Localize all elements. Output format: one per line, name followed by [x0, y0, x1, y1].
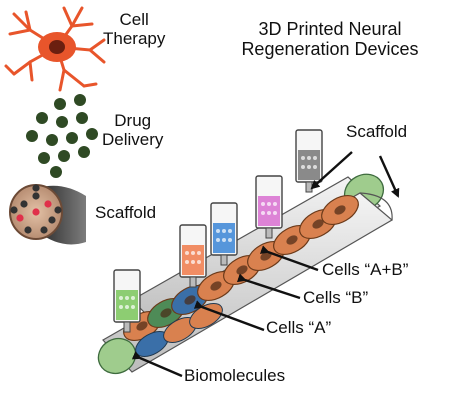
scaffold-label: Scaffold — [346, 122, 408, 141]
cells-b-label: Cells “B” — [303, 288, 369, 307]
label-arrows — [131, 151, 400, 378]
neuron-icon — [4, 6, 106, 92]
scaffold-legend-label: Scaffold — [95, 203, 157, 222]
bioink-vials — [113, 129, 323, 333]
scaffold-cylinder-icon — [9, 184, 86, 245]
cell-therapy-label: Cell Therapy — [103, 10, 166, 49]
drug-particles-icon — [26, 94, 98, 178]
cells-ab-label: Cells “A+B” — [322, 260, 409, 279]
biomolecules-label: Biomolecules — [184, 366, 286, 385]
cells-a-label: Cells “A” — [266, 318, 332, 337]
diagram-title: 3D Printed Neural Regeneration Devices — [241, 19, 419, 60]
drug-delivery-label: Drug Delivery — [102, 111, 164, 150]
printed-cell-layers — [123, 194, 359, 357]
